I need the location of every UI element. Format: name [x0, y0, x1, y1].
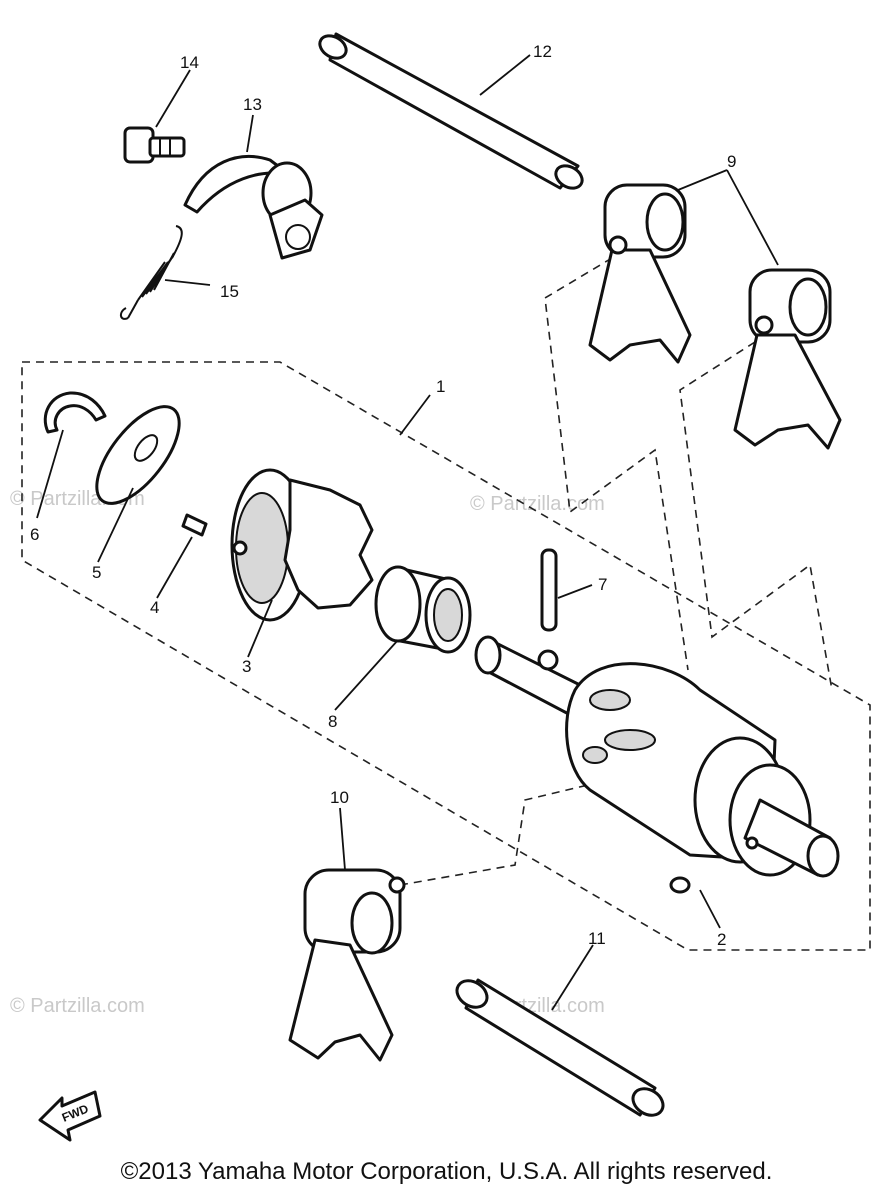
callout-5: 5 [92, 563, 101, 582]
dowel-pin [181, 513, 208, 537]
shift-fork-upper [588, 183, 692, 364]
spring [120, 225, 183, 320]
callout-2: 2 [717, 930, 726, 949]
fwd-arrow-icon: FWD [38, 1090, 102, 1142]
pin [540, 548, 558, 632]
callout-3: 3 [242, 657, 251, 676]
callout-11: 11 [588, 929, 606, 948]
callout-6: 6 [30, 525, 39, 544]
guide-bar-upper [318, 32, 584, 190]
callout-9: 9 [727, 152, 736, 171]
callout-10: 10 [330, 788, 349, 807]
small-pin [669, 876, 691, 894]
bolt [123, 126, 186, 164]
segment-cam [230, 468, 374, 622]
fork-alignment-line [399, 774, 631, 886]
callout-12: 12 [533, 42, 552, 61]
circlip [43, 391, 107, 434]
assembly-boundary [21, 361, 871, 951]
bearing [374, 565, 472, 654]
guide-bar-lower [455, 978, 665, 1117]
fork-alignment-line [679, 341, 833, 691]
callout-1: 1 [436, 377, 445, 396]
watermark: © Partzilla.com [470, 493, 605, 515]
callout-8: 8 [328, 712, 337, 731]
callout-7: 7 [598, 575, 607, 594]
callout-4: 4 [150, 598, 159, 617]
callout-13: 13 [243, 95, 262, 114]
callout-15: 15 [220, 282, 239, 301]
stopper-lever [183, 155, 324, 260]
watermark: © Partzilla.com [10, 995, 145, 1017]
washer [95, 405, 181, 505]
leader-lines [36, 54, 779, 1011]
shift-fork-lower [733, 268, 842, 450]
shift-fork-left [288, 868, 406, 1062]
copyright-notice: ©2013 Yamaha Motor Corporation, U.S.A. A… [120, 1158, 773, 1185]
callout-14: 14 [180, 53, 199, 72]
shift-cam-drum [474, 635, 840, 878]
